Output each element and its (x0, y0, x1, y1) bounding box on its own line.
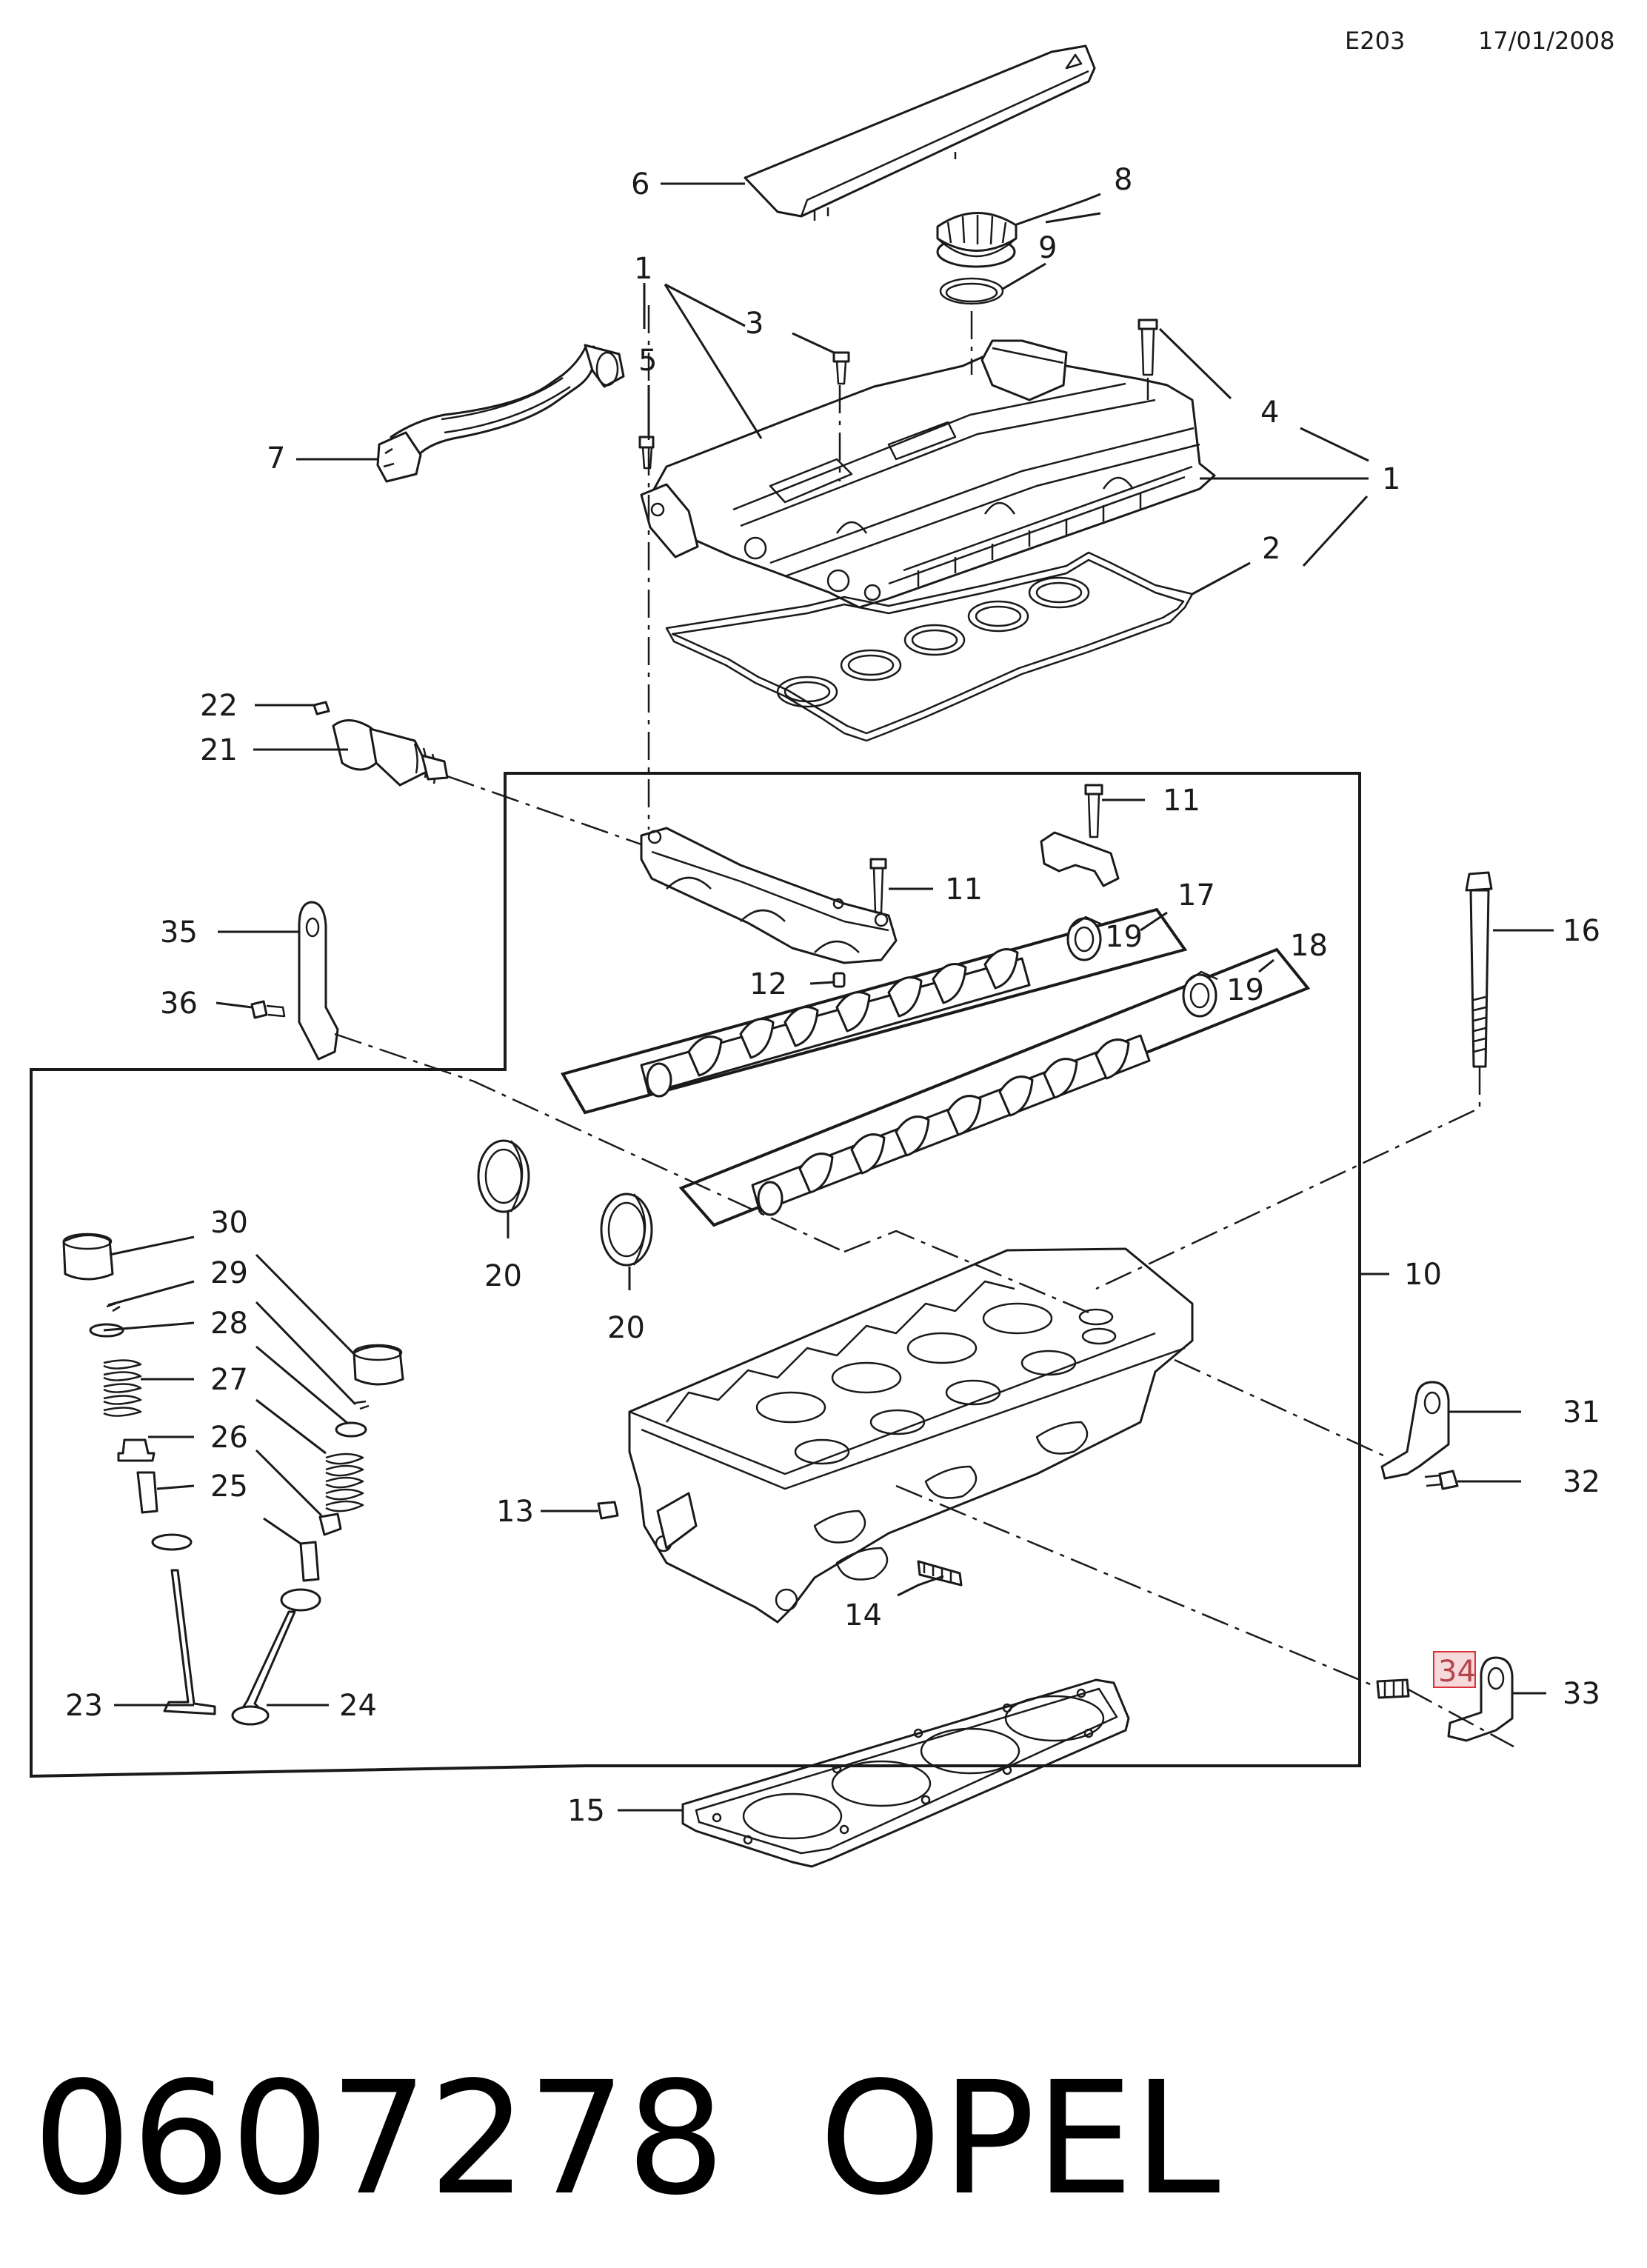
part-24-exhaust-valve (231, 1610, 296, 1726)
part-15-head-gasket (681, 1678, 1130, 1868)
callout-labels: 1 1 2 3 4 5 6 7 8 9 10 11 11 12 13 14 15… (65, 163, 1600, 1828)
callout-1a: 1 (634, 252, 652, 286)
leader-lines (103, 182, 1554, 1812)
part-11-bolt-upper (1084, 784, 1103, 838)
part-25-valve-guide (136, 1471, 320, 1582)
callout-26: 26 (210, 1421, 248, 1455)
callout-19b: 19 (1226, 973, 1264, 1007)
callout-35: 35 (160, 915, 198, 950)
highlight-box-34 (1433, 1651, 1476, 1688)
part-7-breather-hose (376, 344, 625, 483)
part-27-valve-spring (103, 1359, 364, 1512)
part-21-control-solenoid (332, 719, 449, 787)
part-26-valve-stem-seal (117, 1438, 342, 1536)
callout-14: 14 (844, 1598, 882, 1632)
diagram-code: E203 (1345, 27, 1405, 55)
part-6-cover-plate (744, 44, 1096, 221)
callout-27: 27 (210, 1363, 248, 1397)
part-32-bolt (1424, 1470, 1459, 1490)
part-11-bolt-lower (869, 858, 887, 914)
part-13-plug (597, 1501, 619, 1520)
callout-19a: 19 (1105, 920, 1143, 954)
part-20-cam-seal-right (600, 1193, 653, 1267)
assembly-frame (30, 772, 1361, 1778)
part-34-bolt (1376, 1678, 1410, 1699)
callout-20b: 20 (607, 1311, 645, 1345)
callout-28: 28 (210, 1307, 248, 1341)
callout-7: 7 (267, 441, 285, 476)
part-17-camshaft-exhaust (560, 907, 1188, 1115)
callout-12: 12 (749, 967, 787, 1001)
camshaft-bearing-cap-frame (640, 827, 898, 964)
callout-11b: 11 (945, 873, 983, 907)
callout-31: 31 (1563, 1395, 1600, 1430)
brand-name: OPEL (819, 2048, 1220, 2229)
part-28-spring-retainer (89, 1323, 367, 1438)
part-20-cam-seal-left (477, 1139, 530, 1213)
part-22-bolt (313, 701, 330, 716)
callout-13: 13 (496, 1495, 534, 1529)
callout-32: 32 (1563, 1465, 1600, 1499)
callout-10: 10 (1404, 1258, 1442, 1292)
diagram-date: 17/01/2008 (1478, 27, 1614, 55)
part-30-tappet-2 (353, 1344, 404, 1386)
callout-34: 34 (1438, 1655, 1476, 1689)
callout-3: 3 (745, 307, 764, 341)
part-19-sensor-ring-lower (1182, 970, 1218, 1018)
callout-18: 18 (1290, 929, 1328, 963)
callout-21: 21 (200, 733, 238, 767)
assembly-center-lines (334, 305, 1514, 1748)
callout-11a: 11 (1163, 784, 1200, 818)
callout-16: 16 (1563, 914, 1600, 948)
callout-8: 8 (1114, 163, 1132, 197)
part-4-screw (1137, 318, 1158, 376)
callout-24: 24 (339, 1689, 377, 1723)
callout-23: 23 (65, 1689, 103, 1723)
part-number: 0607278 (33, 2048, 725, 2229)
part-16-cylinder-head-bolt (1465, 871, 1493, 1068)
part-2-cover-gasket (665, 551, 1194, 742)
callout-33: 33 (1563, 1677, 1600, 1711)
part-12-dowel-pin (832, 972, 846, 988)
part-18-camshaft-intake (678, 947, 1311, 1227)
single-bearing-cap (1040, 831, 1120, 887)
callout-17: 17 (1177, 878, 1215, 913)
part-31-bracket (1380, 1381, 1450, 1480)
part-30-tappet (62, 1233, 114, 1281)
callout-25: 25 (210, 1470, 248, 1504)
part-8-oil-filler-cap (936, 212, 1018, 268)
part-36-bolt (250, 1000, 286, 1019)
part-1-camshaft-cover (640, 339, 1216, 609)
callout-29: 29 (210, 1256, 248, 1290)
part-9-cap-seal (939, 277, 1004, 305)
part-5-stud-bolt (638, 436, 655, 470)
part-35-bracket (298, 901, 339, 1061)
part-19-sensor-ring-upper (1066, 915, 1103, 961)
callout-4: 4 (1260, 396, 1279, 430)
callout-9: 9 (1038, 231, 1057, 265)
part-23-intake-valve (163, 1569, 216, 1715)
part-3-screw (832, 351, 850, 385)
callout-15: 15 (567, 1794, 605, 1828)
callout-20a: 20 (484, 1259, 522, 1293)
callout-30: 30 (210, 1206, 248, 1240)
callout-2: 2 (1262, 532, 1280, 566)
callout-1b: 1 (1382, 462, 1400, 496)
part-10-cylinder-head (628, 1247, 1194, 1624)
callout-6: 6 (631, 167, 649, 201)
callout-36: 36 (160, 987, 198, 1021)
callout-5: 5 (638, 344, 657, 378)
callout-22: 22 (200, 689, 238, 723)
part-14-stud (917, 1560, 963, 1587)
valve-seat-rings (151, 1533, 321, 1612)
